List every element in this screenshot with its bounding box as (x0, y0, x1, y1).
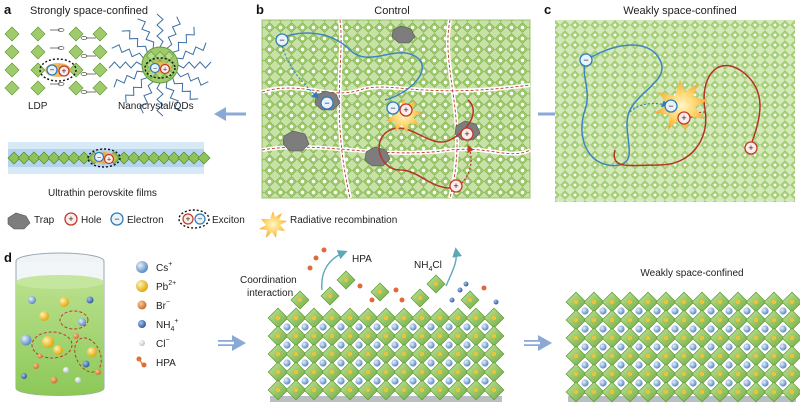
recombination-legend-icon (259, 211, 287, 238)
panel-a-title: Strongly space-confined (30, 5, 148, 17)
nh4cl-label: NH4Cl (414, 260, 442, 273)
svg-text:−: − (324, 98, 329, 108)
arrow-d2 (524, 335, 552, 351)
ldp-label: LDP (28, 101, 48, 112)
panel-d-letter: d (4, 250, 12, 265)
qd-label: Nanocrystal/QDs (118, 101, 194, 112)
ldp-exciton-ring (39, 58, 77, 82)
svg-text:+: + (68, 214, 73, 224)
recombination-star-c (655, 80, 708, 131)
ion-legend: Cs+ Pb2+ Br− NH4+ Cl− HPA (136, 261, 178, 369)
svg-text:−: − (583, 55, 588, 65)
final-crystal-title: Weakly space-confined (640, 268, 743, 279)
coordination-line2: interaction (247, 288, 293, 299)
svg-text:+: + (681, 113, 686, 123)
hole-icon (449, 179, 463, 193)
final-crystal: Weakly space-confined (565, 268, 800, 403)
electron-icon (386, 101, 400, 115)
svg-text:+: + (62, 67, 67, 76)
ldp-hole-icon (58, 65, 70, 77)
electron-path-b (281, 32, 423, 101)
ion-legend-swatch (139, 340, 145, 346)
qd-structure: − + (108, 13, 212, 117)
svg-text:−: − (390, 103, 395, 113)
svg-text:+: + (403, 105, 408, 115)
svg-text:−: − (97, 155, 101, 162)
ion-legend-label: Br− (156, 299, 170, 312)
panel-b-title: Control (374, 5, 409, 17)
ion-legend-swatch (138, 320, 146, 328)
coordination-line1: Coordination (240, 275, 297, 286)
exciton-legend-icon (178, 209, 210, 229)
ldp-structure: − + (4, 26, 108, 96)
svg-text:+: + (453, 181, 458, 191)
legend-electron: Electron (127, 215, 164, 226)
ion-legend-swatch (136, 261, 148, 273)
trap-icon (391, 25, 416, 44)
legend-hole: Hole (81, 215, 102, 226)
arrow-to-panel-a (214, 107, 246, 121)
hpa-release-label: HPA (352, 254, 372, 265)
qd-hole-icon (159, 63, 171, 75)
arrow-d1 (218, 335, 246, 351)
electron-path-c (581, 44, 663, 167)
panel-c-letter: c (544, 2, 551, 17)
ldp-electron-icon (46, 64, 58, 76)
svg-text:+: + (107, 157, 111, 164)
electron-icon (579, 53, 593, 67)
electron-icon (275, 33, 289, 47)
qd-electron-icon (149, 62, 161, 74)
film-hole-icon (103, 153, 115, 165)
film-exciton-ring (87, 148, 121, 168)
svg-text:+: + (163, 67, 167, 74)
grain-boundary-dashes (261, 19, 531, 199)
svg-text:−: − (50, 66, 55, 75)
panel-a: a Strongly space-confined − + LDP − + Na… (4, 2, 212, 199)
hole-icon (744, 141, 758, 155)
legend-exciton: Exciton (212, 215, 245, 226)
panel-d: d Cs+ Pb2+ Br− NH4+ Cl− HPA HPA (4, 247, 800, 403)
trap-legend-icon (7, 212, 31, 230)
ultrathin-film: − + (7, 142, 211, 174)
panel-c: c Weakly space-confined − − + + (544, 2, 795, 202)
trap-icon (282, 130, 310, 152)
hole-icon (677, 111, 691, 125)
legend-radiative: Radiative recombination (290, 215, 397, 226)
panel-a-letter: a (4, 2, 12, 17)
svg-text:−: − (279, 35, 284, 45)
ion-legend-label: HPA (156, 358, 176, 369)
svg-text:−: − (114, 214, 119, 224)
beaker (15, 252, 105, 396)
panel-b-letter: b (256, 2, 264, 17)
svg-text:−: − (198, 215, 203, 224)
electron-legend-icon (110, 212, 124, 226)
film-electron-icon (93, 151, 105, 163)
svg-text:+: + (186, 215, 191, 224)
electron-icon (320, 96, 334, 110)
svg-text:−: − (668, 101, 673, 111)
svg-text:−: − (153, 66, 157, 73)
qd-exciton-ring (144, 57, 176, 79)
hole-path-c (613, 64, 761, 167)
ion-legend-label: NH4+ (156, 318, 178, 333)
ion-legend-label: Pb2+ (156, 280, 176, 293)
hole-icon (399, 103, 413, 117)
panel-b: b Control (256, 2, 531, 199)
legend-trap: Trap (34, 215, 55, 226)
film-label: Ultrathin perovskite films (48, 188, 157, 199)
ion-legend-label: Cl− (156, 337, 170, 350)
svg-text:+: + (464, 129, 469, 139)
ion-legend-swatch (136, 280, 148, 292)
hole-icon (460, 127, 474, 141)
svg-text:+: + (748, 143, 753, 153)
panel-c-title: Weakly space-confined (623, 5, 737, 17)
ion-legend-label: Cs+ (156, 261, 172, 274)
legend: Trap + Hole − Electron + − Exciton Radia… (7, 209, 397, 238)
ion-legend-swatch (137, 300, 147, 310)
electron-icon (664, 99, 678, 113)
hole-legend-icon (64, 212, 78, 226)
growing-crystal: HPA NH4Cl Coordination interaction (240, 247, 505, 402)
